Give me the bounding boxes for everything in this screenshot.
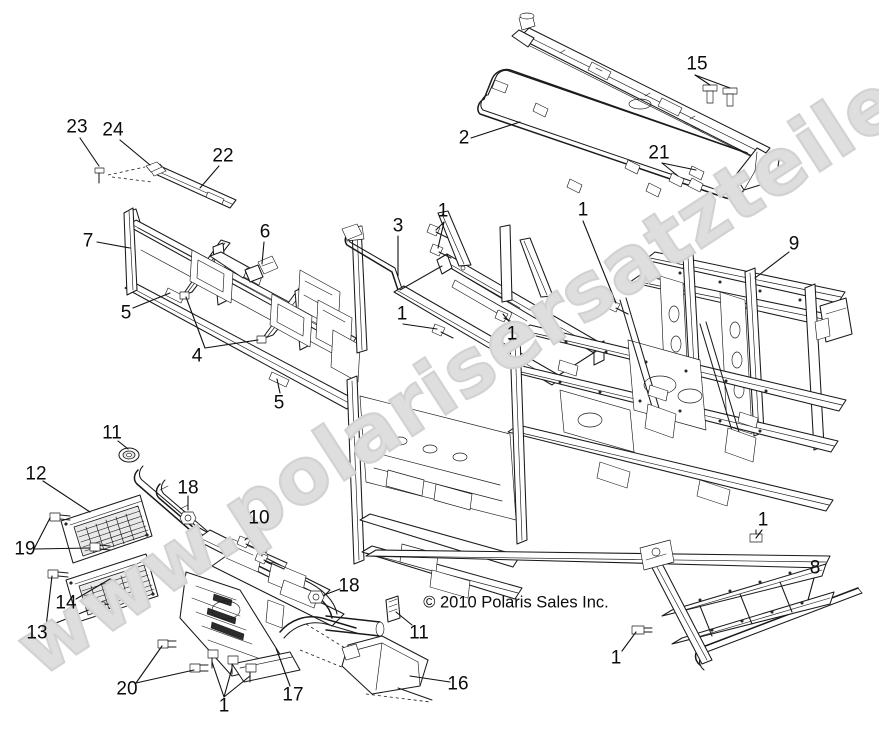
callout-7: 7 [82,230,94,252]
callout-4: 4 [191,345,203,367]
fastener-19-b [90,543,110,551]
callout-1-b: 1 [577,199,589,221]
copyright-notice: © 2010 Polaris Sales Inc. [423,593,609,612]
callout-18-lower: 18 [338,575,360,597]
fastener-19-a [50,513,70,521]
fastener-18-upper [180,512,196,524]
callout-8: 8 [809,557,821,579]
fastener-13-b [95,602,115,610]
callout-13: 13 [26,622,48,644]
fastener-1-e [607,300,628,314]
part-support-rod-22 [95,162,236,208]
callout-15: 15 [686,53,708,75]
fastener-13-a [48,570,68,578]
callout-20: 20 [116,678,138,700]
callout-14: 14 [55,592,77,614]
fastener-18-lower [308,591,324,603]
part-skid-plate-16 [300,624,432,702]
callout-5-lower: 5 [273,392,285,414]
fastener-1-bumper-b [228,656,238,674]
fastener-20-a [158,640,176,648]
callout-19: 19 [14,538,36,560]
fastener-1-bumper-c [246,664,256,682]
callout-11-right: 11 [409,622,429,644]
callout-1-a: 1 [437,200,449,222]
fastener-10-b [255,552,287,569]
callout-6: 6 [259,221,271,243]
callout-1-g: 1 [610,647,622,669]
callout-1-f: 1 [757,509,769,531]
fastener-1-a [427,224,448,238]
callout-1-d: 1 [506,323,518,345]
fastener-21-b [669,173,684,187]
callout-22: 22 [212,145,234,167]
callout-1-e: 1 [218,695,230,717]
part-front-bumper [119,448,400,682]
callout-2: 2 [458,127,470,149]
callout-11-upper: 11 [102,422,122,444]
fastener-15-b [703,85,717,103]
callout-21: 21 [648,142,670,164]
callout-1-c: 1 [396,303,408,325]
callout-18-upper: 18 [177,477,199,499]
callout-3: 3 [392,215,404,237]
callout-10: 10 [248,507,270,529]
leader-lines [34,75,814,697]
fastener-1-rail-b [632,626,652,634]
part-main-chassis [347,252,852,599]
part-roof-frame [478,13,779,199]
grommet-11-right [386,596,400,622]
callout-5-upper: 5 [120,302,132,324]
grommet-11-upper [119,448,139,462]
part-rear-rack-frame [124,208,367,409]
callout-9: 9 [788,233,800,255]
callout-12: 12 [25,463,47,485]
fastener-23 [95,168,104,183]
fastener-1-c [432,324,453,338]
fastener-15-a [723,88,737,106]
fastener-1-d [495,310,516,324]
fastener-1-b [430,244,451,258]
callout-23: 23 [66,116,88,138]
callout-24: 24 [102,119,124,141]
fastener-1-bumper-a [208,650,218,668]
callout-17: 17 [282,684,304,706]
callout-16: 16 [447,673,469,695]
part-side-rail-8 [632,530,862,670]
